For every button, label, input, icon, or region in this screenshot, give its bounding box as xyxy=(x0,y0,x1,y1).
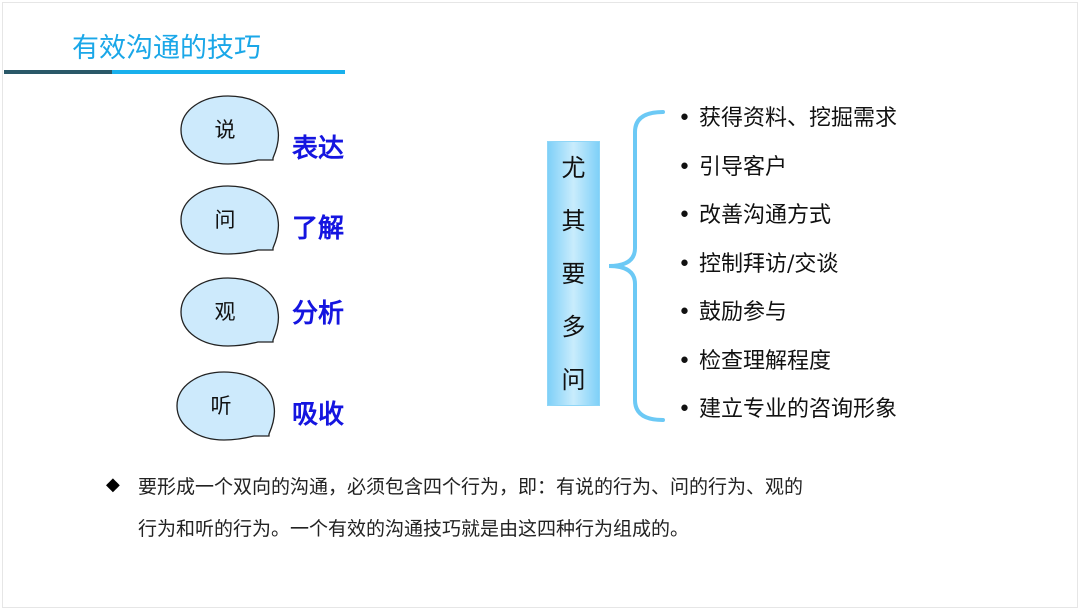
bullet-icon: • xyxy=(678,106,691,131)
bubble-char: 观 xyxy=(214,300,236,324)
vertical-char: 其 xyxy=(561,207,586,235)
bubble-label: 吸收 xyxy=(292,400,345,430)
vertical-char: 尤 xyxy=(561,154,586,182)
bubble-char: 说 xyxy=(214,118,236,142)
diamond-bullet-icon: ◆ xyxy=(106,474,120,495)
vertical-char: 问 xyxy=(561,366,586,394)
bubble-char: 问 xyxy=(214,208,236,232)
list-item-text: 鼓励参与 xyxy=(698,300,787,325)
bullet-icon: • xyxy=(678,251,691,277)
bullet-icon: • xyxy=(678,348,691,374)
bullet-icon: • xyxy=(678,397,691,422)
curly-brace xyxy=(608,110,665,422)
bullet-icon: • xyxy=(678,203,691,228)
list-item: • 建立专业的咨询形象 xyxy=(678,391,897,423)
bubble-char: 听 xyxy=(210,394,232,418)
vertical-char: 要 xyxy=(561,260,586,288)
list-item-text: 建立专业的咨询形象 xyxy=(698,397,897,422)
list-item: • 获得资料、挖掘需求 xyxy=(678,100,897,132)
bullet-icon: • xyxy=(678,154,691,180)
bubble-label: 表达 xyxy=(292,134,345,164)
list-item-text: 引导客户 xyxy=(698,154,787,180)
vertical-char: 多 xyxy=(561,313,586,341)
list-item: • 改善沟通方式 xyxy=(678,197,831,229)
speech-bubble: 说 xyxy=(178,94,288,174)
note-line-2: 行为和听的行为。一个有效的沟通技巧就是由这四种行为组成的。 xyxy=(138,518,690,540)
slide-title: 有效沟通的技巧 xyxy=(72,33,261,64)
title-underline-blue xyxy=(112,70,345,74)
list-item-text: 改善沟通方式 xyxy=(698,203,831,228)
note-line-1: 要形成一个双向的沟通，必须包含四个行为，即：有说的行为、问的行为、观的 xyxy=(138,476,804,498)
vertical-label-box: 尤 其 要 多 问 xyxy=(547,141,600,406)
bubble-label: 了解 xyxy=(292,214,345,244)
speech-bubble: 听 xyxy=(174,370,284,450)
list-item-text: 控制拜访/交谈 xyxy=(698,251,839,277)
bullet-icon: • xyxy=(678,300,691,325)
speech-bubble: 观 xyxy=(178,276,288,356)
bubble-label: 分析 xyxy=(292,299,345,329)
list-item-text: 检查理解程度 xyxy=(698,348,831,374)
list-item: • 鼓励参与 xyxy=(678,294,787,326)
list-item: • 检查理解程度 xyxy=(678,343,831,375)
title-underline-dark xyxy=(4,70,112,74)
list-item: • 引导客户 xyxy=(678,149,787,181)
list-item-text: 获得资料、挖掘需求 xyxy=(698,106,897,131)
speech-bubble: 问 xyxy=(178,184,288,264)
list-item: • 控制拜访/交谈 xyxy=(678,246,838,278)
